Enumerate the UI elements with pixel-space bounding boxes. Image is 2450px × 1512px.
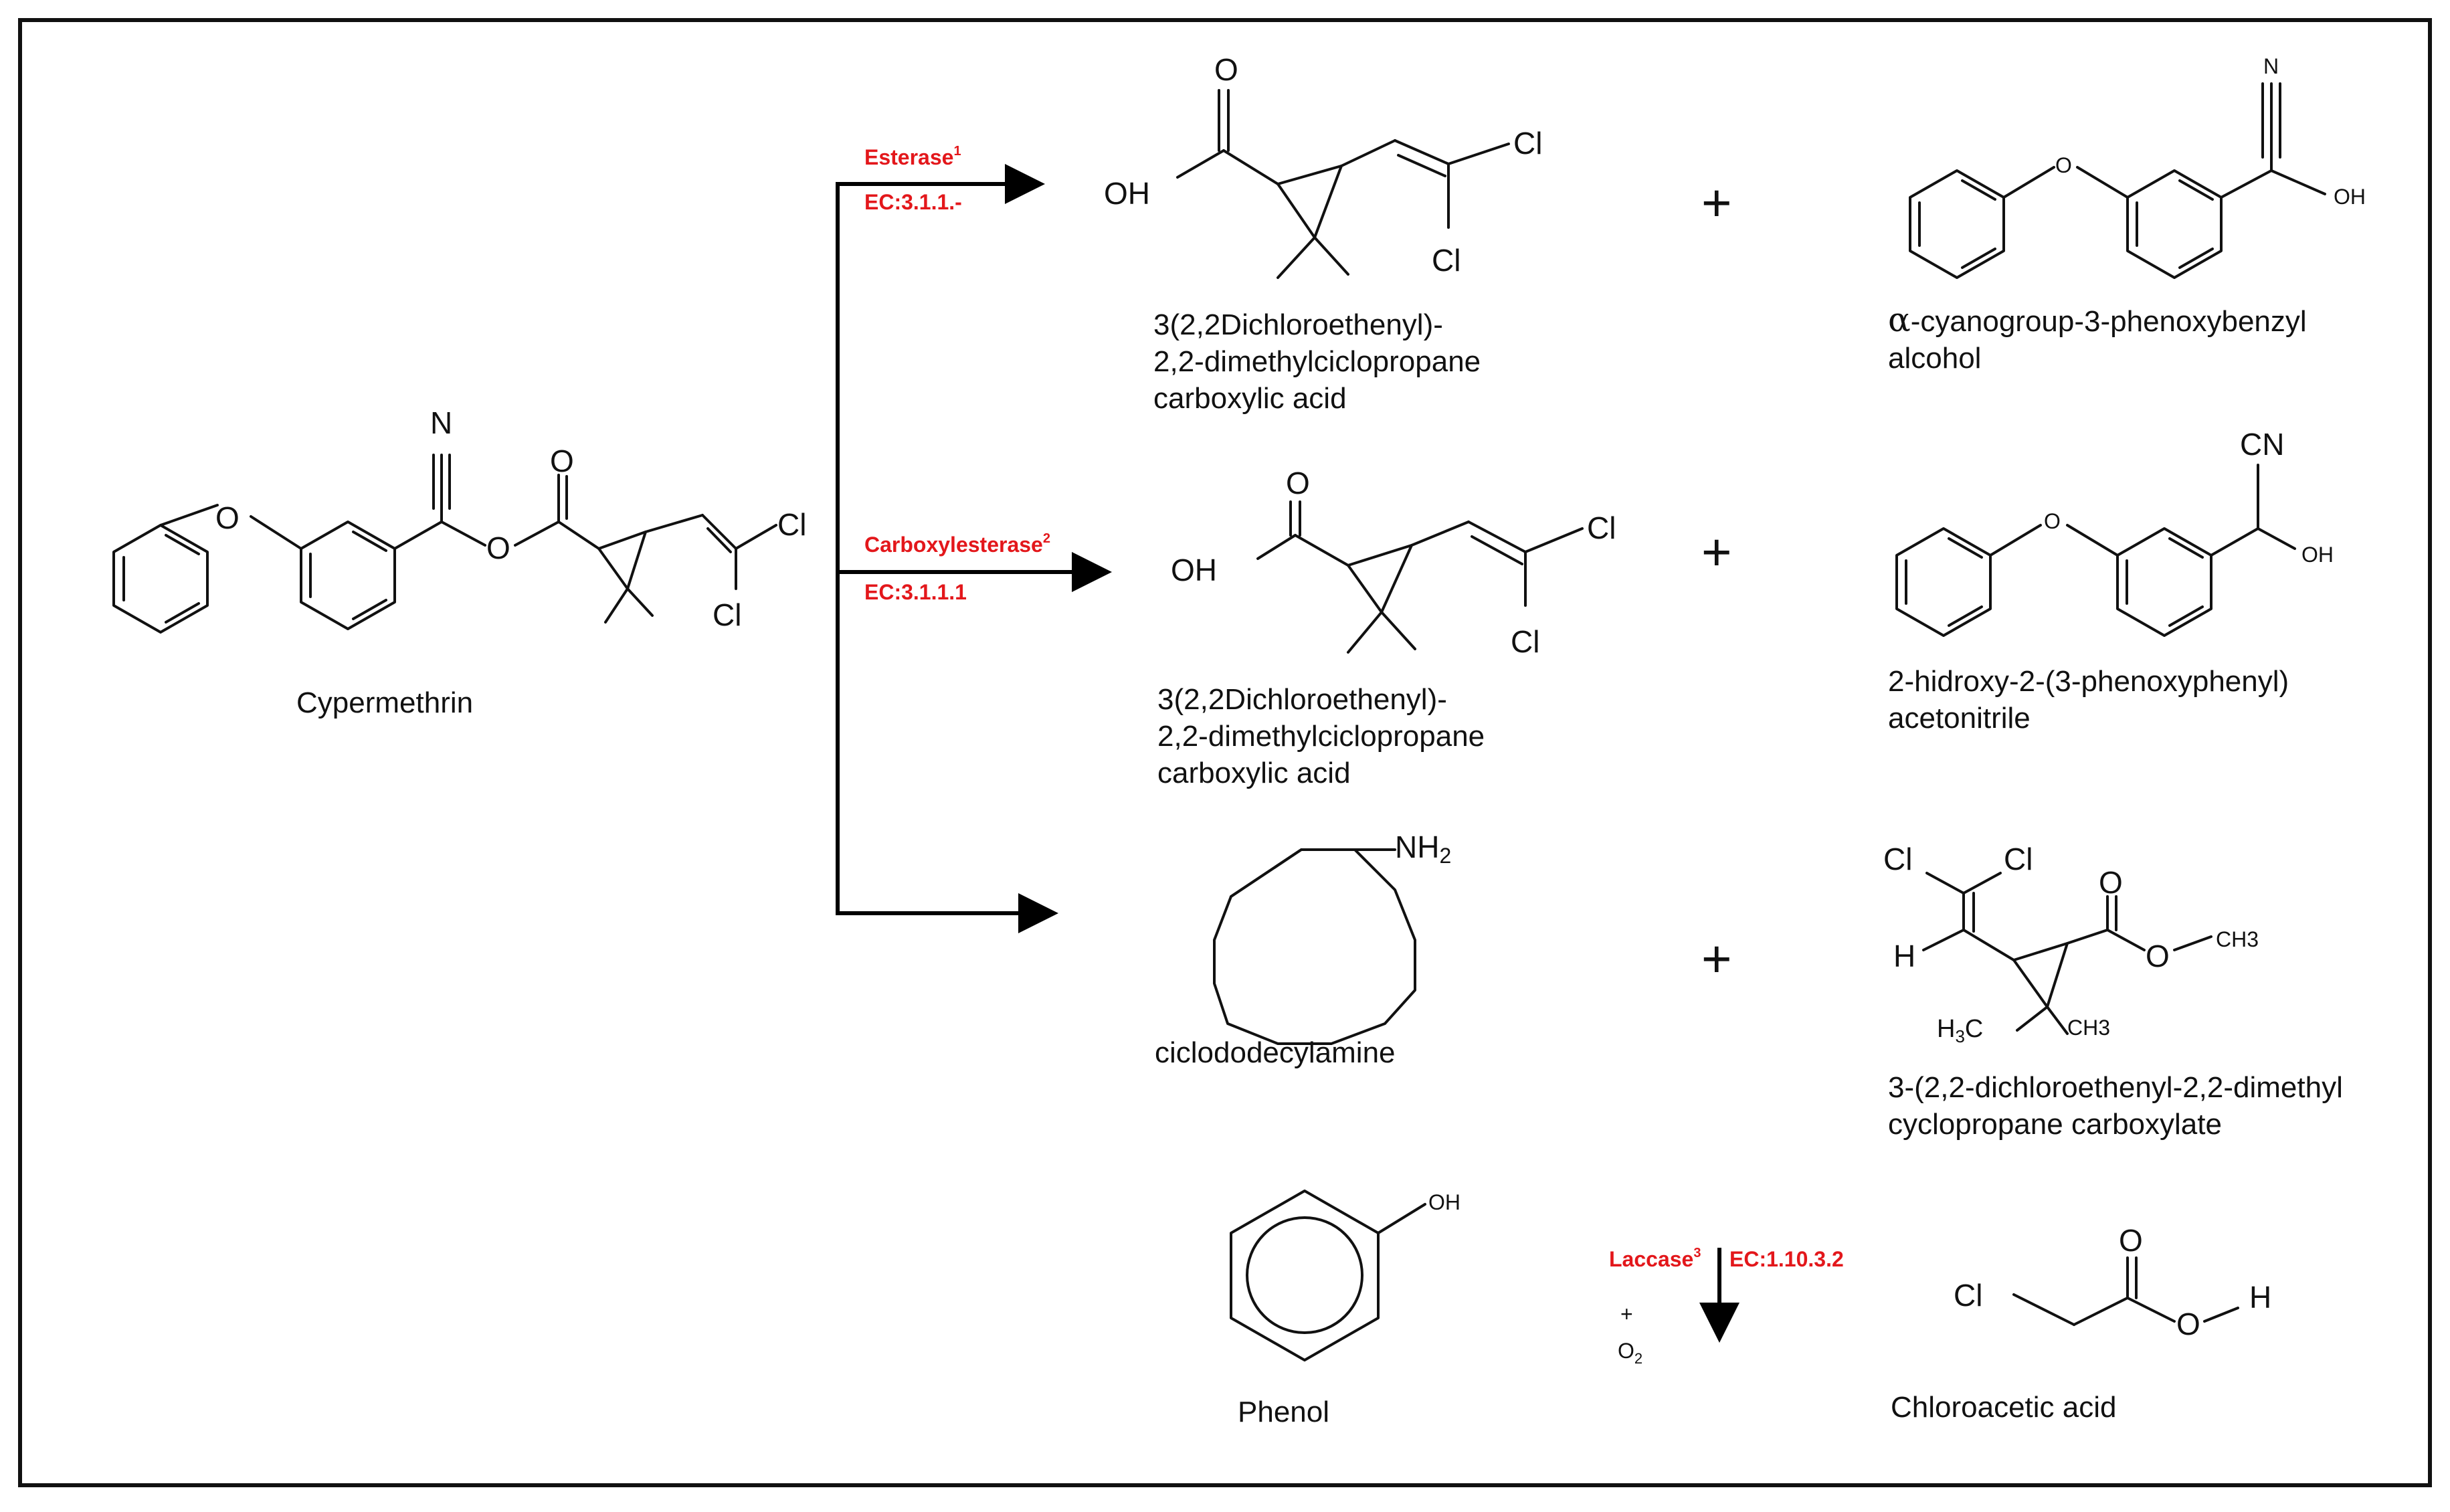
cypermethrin-label: Cypermethrin bbox=[296, 686, 473, 719]
ciclododecylamine-label: ciclododecylamine bbox=[1155, 1036, 1396, 1069]
cypermethrin-structure: O N O O Cl Cl bbox=[112, 405, 806, 634]
svg-text:H: H bbox=[1893, 939, 1915, 973]
svg-text:Cl: Cl bbox=[1513, 126, 1542, 161]
dichlorovinyl-ester-structure: Cl Cl H H3C CH3 O O CH3 bbox=[1883, 842, 2259, 1046]
plus-sign: + bbox=[1701, 523, 1732, 581]
phenol-structure: OH bbox=[1230, 1190, 1460, 1361]
ciclododecylamine-structure: NH2 bbox=[1213, 830, 1451, 1045]
svg-text:O: O bbox=[2119, 1223, 2143, 1258]
svg-text:CH3: CH3 bbox=[2216, 927, 2259, 951]
acid-1-label: 3(2,2Dichloroethenyl)- 2,2-dimethylciclo… bbox=[1153, 308, 1489, 415]
svg-text:H: H bbox=[2249, 1280, 2271, 1315]
svg-text:NH2: NH2 bbox=[1395, 830, 1451, 868]
svg-text:O: O bbox=[2099, 865, 2123, 900]
carbonyl-oxygen: O bbox=[550, 444, 574, 478]
svg-text:Cl: Cl bbox=[1432, 243, 1460, 278]
svg-text:O: O bbox=[2044, 509, 2061, 533]
chlorine-atom: Cl bbox=[777, 507, 806, 542]
nitrile-2-label: 2-hidroxy-2-(3-phenoxyphenyl) acetonitri… bbox=[1888, 665, 2297, 735]
cosubstrate-plus: + bbox=[1620, 1302, 1633, 1326]
esterase-label: Esterase1 bbox=[864, 144, 961, 169]
svg-text:O: O bbox=[2146, 939, 2170, 973]
oxygen-cosubstrate: O2 bbox=[1618, 1339, 1642, 1367]
acid-2-label: 3(2,2Dichloroethenyl)- 2,2-dimethylciclo… bbox=[1157, 683, 1493, 789]
frame bbox=[18, 18, 2432, 1487]
laccase-label: Laccase3 bbox=[1609, 1246, 1701, 1271]
svg-text:H3C: H3C bbox=[1937, 1015, 1983, 1046]
acid-structure-1: O OH Cl Cl bbox=[1104, 52, 1542, 279]
phenol-label: Phenol bbox=[1238, 1396, 1329, 1428]
svg-text:OH: OH bbox=[1171, 553, 1217, 587]
benzene-ring-icon bbox=[300, 521, 396, 630]
ester-3-label: 3-(2,2-dichloroethenyl-2,2-dimethyl cycl… bbox=[1888, 1071, 2351, 1141]
svg-text:O: O bbox=[1214, 52, 1238, 87]
benzene-ring-icon bbox=[112, 524, 209, 634]
nitrile-structure-2: O CN OH bbox=[1895, 427, 2334, 637]
carboxylesterase-label: Carboxylesterase2 bbox=[864, 531, 1050, 557]
laccase-ec: EC:1.10.3.2 bbox=[1729, 1247, 1844, 1271]
plus-sign: + bbox=[1701, 929, 1732, 988]
svg-text:O: O bbox=[2176, 1307, 2200, 1341]
acid-structure-2: O OH Cl Cl bbox=[1171, 466, 1616, 659]
alcohol-structure-1: O N OH bbox=[1909, 54, 2366, 279]
svg-text:N: N bbox=[2263, 54, 2279, 78]
svg-text:OH: OH bbox=[1104, 176, 1150, 211]
pathway-arrows bbox=[836, 164, 1739, 1343]
ester-oxygen: O bbox=[486, 531, 510, 565]
ether-oxygen: O bbox=[215, 500, 240, 535]
svg-text:OH: OH bbox=[2334, 185, 2366, 209]
svg-text:Cl: Cl bbox=[1511, 624, 1539, 659]
esterase-ec: EC:3.1.1.- bbox=[864, 190, 962, 214]
carboxylesterase-ec: EC:3.1.1.1 bbox=[864, 580, 967, 604]
chlorine-atom: Cl bbox=[713, 597, 741, 632]
nitrile-nitrogen: N bbox=[430, 405, 452, 440]
plus-sign: + bbox=[1701, 173, 1732, 232]
svg-text:Cl: Cl bbox=[1883, 842, 1912, 876]
svg-text:Cl: Cl bbox=[1587, 510, 1616, 545]
svg-text:OH: OH bbox=[1428, 1190, 1460, 1214]
svg-text:Cl: Cl bbox=[1954, 1278, 1982, 1313]
svg-text:O: O bbox=[2055, 153, 2072, 177]
svg-text:CN: CN bbox=[2240, 427, 2284, 462]
svg-text:CH3: CH3 bbox=[2067, 1016, 2110, 1040]
chloroacetic-structure: Cl O O H bbox=[1954, 1223, 2271, 1341]
alcohol-1-label: α-cyanogroup-3-phenoxybenzyl alcohol bbox=[1888, 300, 2315, 375]
svg-text:O: O bbox=[1286, 466, 1310, 500]
chloroacetic-label: Chloroacetic acid bbox=[1891, 1391, 2117, 1424]
svg-text:Cl: Cl bbox=[2004, 842, 2033, 876]
svg-text:OH: OH bbox=[2301, 543, 2334, 567]
